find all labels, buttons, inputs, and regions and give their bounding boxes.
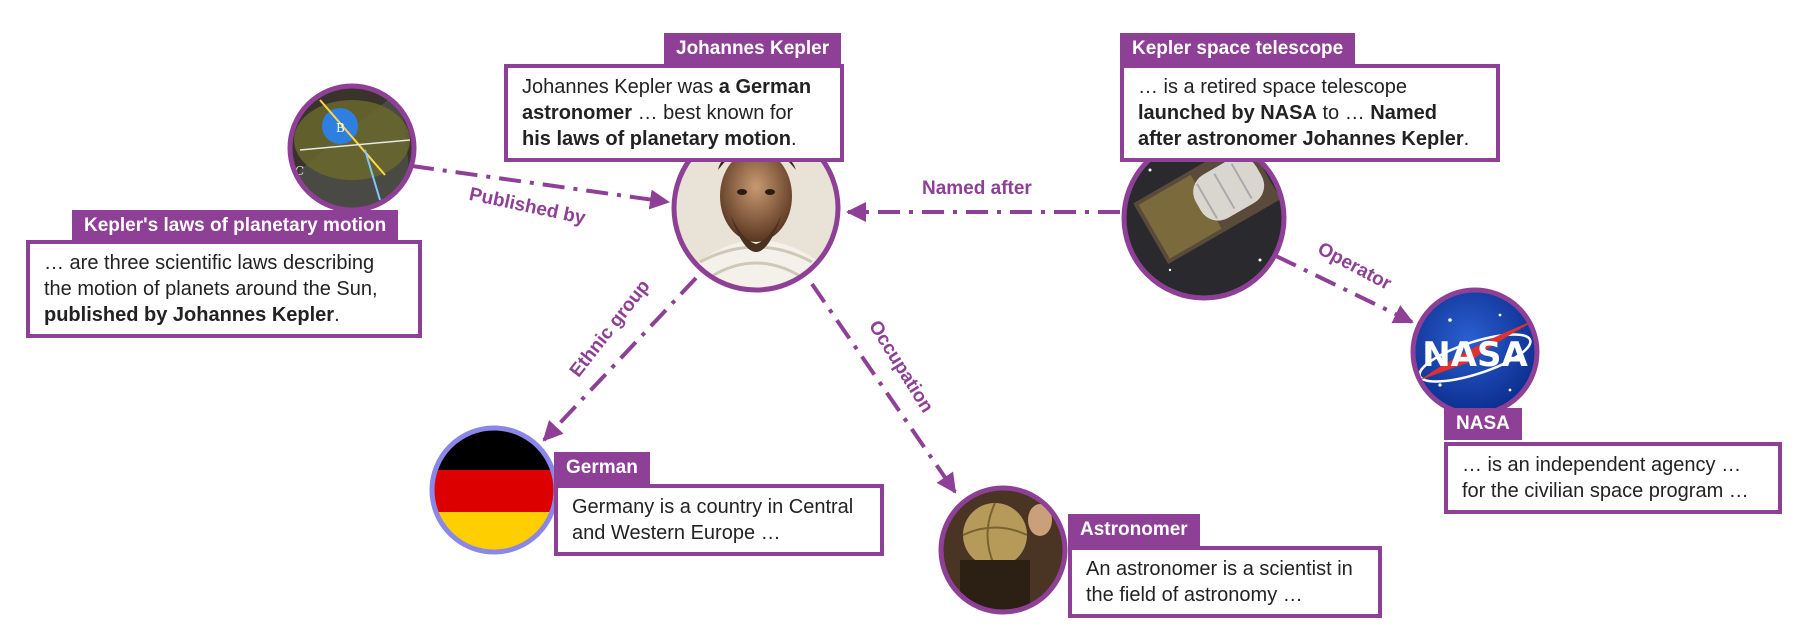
node-desc-astronomer: An astronomer is a scientist in the field…	[1068, 546, 1382, 618]
desc-bold-text: astronomer	[522, 102, 633, 124]
desc-bold-text: Named	[1370, 102, 1437, 124]
desc-text: .	[334, 304, 340, 326]
node-title-german: German	[554, 452, 650, 484]
node-title-telescope: Kepler space telescope	[1120, 33, 1356, 65]
desc-line: … is an independent agency …	[1462, 452, 1764, 478]
desc-line: launched by NASA to … Named	[1138, 100, 1482, 126]
edge-label-named-after: Named after	[922, 178, 1032, 199]
laws-image: B C	[287, 83, 417, 213]
desc-bold-text: published by Johannes Kepler	[44, 304, 335, 326]
desc-line: Germany is a country in Central	[572, 494, 866, 520]
svg-text:C: C	[295, 164, 304, 178]
desc-bold-text: after astronomer Johannes Kepler	[1138, 128, 1464, 150]
astronomer-image	[938, 485, 1068, 615]
telescope-image	[1121, 135, 1287, 301]
edge-ethnic-group	[542, 276, 698, 442]
desc-text: for the civilian space program …	[1462, 480, 1749, 502]
node-title-laws: Kepler's laws of planetary motion	[72, 210, 399, 242]
desc-text: An astronomer is a scientist in	[1086, 558, 1353, 580]
desc-line: for the civilian space program …	[1462, 478, 1764, 504]
nasa-logo-text: NASA	[1422, 335, 1528, 375]
svg-text:B: B	[336, 121, 345, 135]
desc-bold-text: a German	[718, 76, 812, 98]
desc-text: … are three scientific laws describing	[44, 252, 375, 274]
desc-text: Germany is a country in Central	[572, 496, 854, 518]
desc-bold-text: his laws of planetary motion	[522, 128, 791, 150]
desc-line: astronomer … best known for	[522, 100, 826, 126]
edge-operator	[1275, 254, 1414, 324]
desc-text: to …	[1316, 102, 1371, 124]
node-title-nasa: NASA	[1444, 408, 1522, 440]
edges	[411, 164, 1414, 494]
edge-published-by	[411, 164, 670, 210]
desc-line: the motion of planets around the Sun,	[44, 276, 404, 302]
node-desc-german: Germany is a country in Central and Weste…	[554, 484, 884, 556]
german-flag	[429, 425, 559, 555]
desc-text: Johannes Kepler was	[522, 76, 719, 98]
desc-text: the motion of planets around the Sun,	[44, 278, 378, 300]
desc-text: .	[1463, 128, 1470, 150]
desc-text: the field of astronomy …	[1086, 584, 1303, 606]
desc-line: published by Johannes Kepler.	[44, 302, 404, 328]
desc-line: his laws of planetary motion.	[522, 126, 826, 152]
desc-line: An astronomer is a scientist in	[1086, 556, 1364, 582]
desc-text: … best known for	[632, 102, 794, 124]
node-title-kepler: Johannes Kepler	[664, 33, 842, 65]
desc-line: … are three scientific laws describing	[44, 250, 404, 276]
desc-text: .	[790, 128, 797, 150]
desc-bold-text: launched by NASA	[1138, 102, 1317, 124]
desc-line: and Western Europe …	[572, 520, 866, 546]
node-title-astronomer: Astronomer	[1068, 514, 1200, 546]
node-desc-laws: … are three scientific laws describing th…	[26, 240, 422, 338]
desc-line: Johannes Kepler was a German	[522, 74, 826, 100]
edge-occupation	[810, 282, 957, 494]
desc-text: … is a retired space telescope	[1138, 76, 1408, 98]
desc-line: … is a retired space telescope	[1138, 74, 1482, 100]
desc-line: after astronomer Johannes Kepler.	[1138, 126, 1482, 152]
nasa-logo: NASA	[1410, 287, 1540, 417]
desc-text: … is an independent agency …	[1462, 454, 1742, 476]
desc-line: the field of astronomy …	[1086, 582, 1364, 608]
desc-text: and Western Europe …	[572, 522, 781, 544]
node-desc-nasa: … is an independent agency … for the civi…	[1444, 442, 1782, 514]
